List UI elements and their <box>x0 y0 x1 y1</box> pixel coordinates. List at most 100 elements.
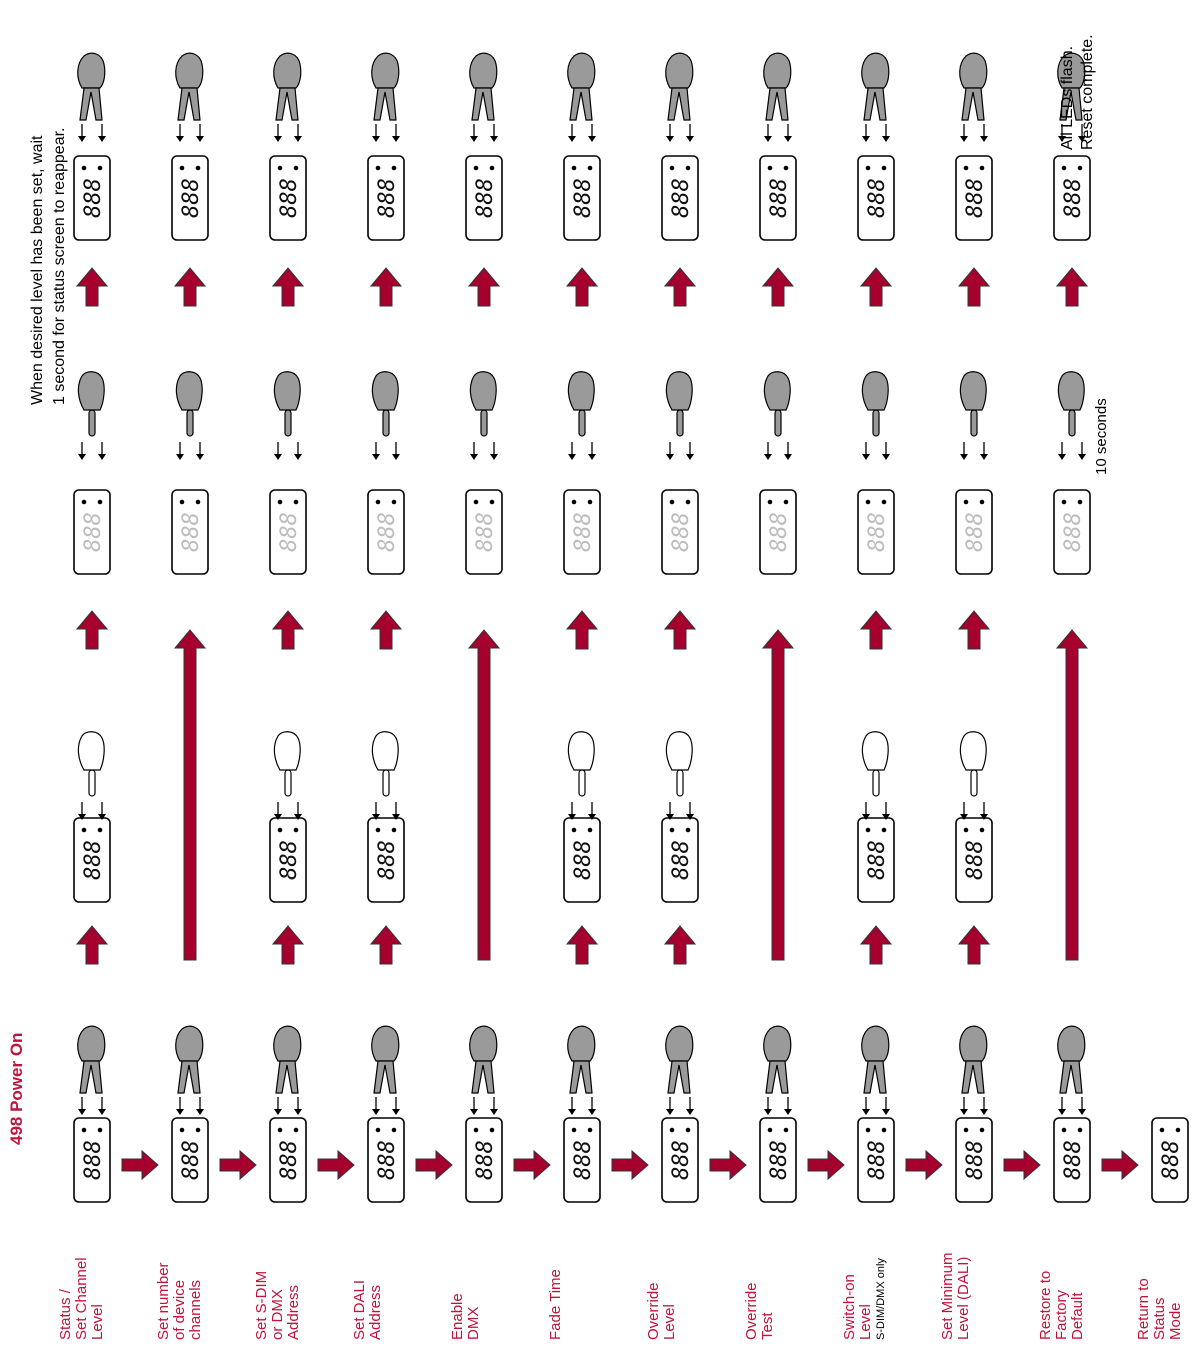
press-hand-switchon <box>862 1026 890 1115</box>
row-label-line: Fade Time <box>547 1269 564 1340</box>
display-minlevel-digits: 888 <box>963 1140 988 1180</box>
sub-display-status-digits: 888 <box>81 840 106 880</box>
confirm-hand-minlevel <box>960 53 988 142</box>
sub-display-dali-digits: 888 <box>375 840 400 880</box>
row-label-minlevel: Set MinimumLevel (DALI) <box>939 1252 972 1340</box>
adjust-hand-status <box>78 372 106 460</box>
set-display-override: 888 <box>662 490 698 574</box>
sub-display-sdim-digits: 888 <box>277 840 302 880</box>
sub-display-override-digits: 888 <box>669 840 694 880</box>
confirm-hand-override <box>666 53 694 142</box>
confirm-display-channels-digits: 888 <box>179 178 204 218</box>
confirm-display-override: 888 <box>662 156 698 240</box>
up-arrow-c-status <box>77 268 107 306</box>
up-arrow-c-minlevel <box>959 268 989 306</box>
set-display-sdim: 888 <box>270 490 306 574</box>
display-overtest: 888 <box>760 1118 796 1202</box>
confirm-display-overtest-digits: 888 <box>767 178 792 218</box>
set-display-minlevel-digits: 888 <box>963 512 988 552</box>
display-return-digits: 888 <box>1159 1140 1184 1180</box>
select-hand-switchon <box>862 732 890 820</box>
up-arrow-c-overtest <box>763 268 793 306</box>
next-arrow-status <box>122 1151 158 1179</box>
display-dmx-digits: 888 <box>473 1140 498 1180</box>
set-display-sdim-digits: 888 <box>277 512 302 552</box>
adjust-hand-restore <box>1058 372 1086 460</box>
up-arrow-b-fade <box>567 611 597 649</box>
confirm-display-dmx: 888 <box>466 156 502 240</box>
row-label-overtest: OverrideTest <box>743 1282 776 1340</box>
up-arrow-c-channels <box>175 268 205 306</box>
press-hand-status <box>78 1026 106 1115</box>
confirm-display-switchon-digits: 888 <box>865 178 890 218</box>
set-display-dali-digits: 888 <box>375 512 400 552</box>
display-sdim: 888 <box>270 1118 306 1202</box>
adjust-hand-switchon <box>862 372 890 460</box>
set-display-channels-digits: 888 <box>179 512 204 552</box>
up-arrow-a-fade <box>567 926 597 964</box>
confirm-display-restore-digits: 888 <box>1061 178 1086 218</box>
reset-line-1: All LEDs flash. <box>1059 46 1076 150</box>
adjust-hand-dali <box>372 372 400 460</box>
long-arrow-dmx <box>469 630 499 960</box>
display-channels-digits: 888 <box>179 1140 204 1180</box>
press-hand-minlevel <box>960 1026 988 1115</box>
up-arrow-a-dali <box>371 926 401 964</box>
adjust-hand-minlevel <box>960 372 988 460</box>
next-arrow-restore <box>1102 1151 1138 1179</box>
row-label-line: Return to <box>1135 1278 1152 1340</box>
sub-display-fade: 888 <box>564 818 600 902</box>
up-arrow-c-override <box>665 268 695 306</box>
row-label-line: Set S-DIM <box>253 1271 270 1340</box>
sub-display-dali: 888 <box>368 818 404 902</box>
display-override: 888 <box>662 1118 698 1202</box>
confirm-hand-dali <box>372 53 400 142</box>
confirm-hand-dmx <box>470 53 498 142</box>
row-label-line: of device <box>171 1280 188 1340</box>
row-sublabel: S-DIM/DMX only <box>875 1258 887 1340</box>
sub-display-minlevel-digits: 888 <box>963 840 988 880</box>
confirm-hand-sdim <box>274 53 302 142</box>
row-label-line: DMX <box>465 1307 482 1340</box>
row-label-line: Set number <box>155 1262 172 1340</box>
up-arrow-b-dali <box>371 611 401 649</box>
confirm-hand-status <box>78 53 106 142</box>
up-arrow-a-minlevel <box>959 926 989 964</box>
row-label-line: Override <box>645 1282 662 1340</box>
confirm-display-fade: 888 <box>564 156 600 240</box>
row-label-line: Test <box>759 1312 776 1340</box>
row-label-line: Level <box>89 1304 106 1340</box>
up-arrow-b-override <box>665 611 695 649</box>
press-hand-dali <box>372 1026 400 1115</box>
sub-display-switchon: 888 <box>858 818 894 902</box>
confirm-hand-overtest <box>764 53 792 142</box>
confirm-display-sdim-digits: 888 <box>277 178 302 218</box>
display-channels: 888 <box>172 1118 208 1202</box>
row-restore: Restore toFactoryDefault88888810 seconds… <box>1037 53 1138 1340</box>
confirm-display-sdim: 888 <box>270 156 306 240</box>
row-label-return: Return toStatusMode <box>1135 1278 1184 1340</box>
set-display-status: 888 <box>74 490 110 574</box>
adjust-hand-dmx <box>470 372 498 460</box>
note-line-2: 1 second for status screen to reappear. <box>51 128 68 406</box>
up-arrow-c-fade <box>567 268 597 306</box>
confirm-display-minlevel-digits: 888 <box>963 178 988 218</box>
confirm-display-override-digits: 888 <box>669 178 694 218</box>
sub-display-minlevel: 888 <box>956 818 992 902</box>
sub-display-switchon-digits: 888 <box>865 840 890 880</box>
set-display-dali: 888 <box>368 490 404 574</box>
confirm-display-restore: 888 <box>1054 156 1090 240</box>
press-hand-sdim <box>274 1026 302 1115</box>
set-display-fade-digits: 888 <box>571 512 596 552</box>
display-sdim-digits: 888 <box>277 1140 302 1180</box>
row-label-line: Enable <box>449 1293 466 1340</box>
set-display-dmx: 888 <box>466 490 502 574</box>
